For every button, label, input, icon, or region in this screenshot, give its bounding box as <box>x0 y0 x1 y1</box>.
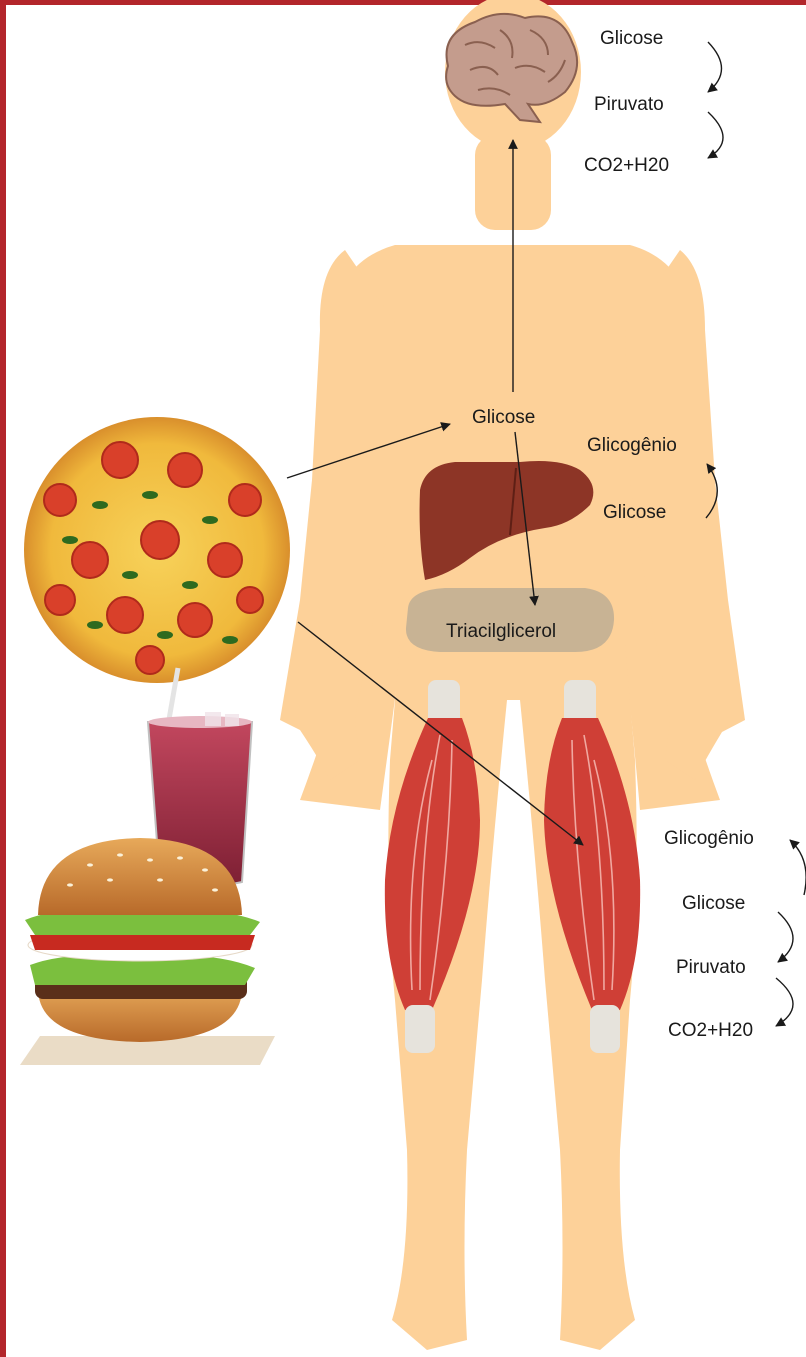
arrow-brain-glucose-to-pyruvate <box>708 42 722 92</box>
center-glucose-label: Glicose <box>472 408 535 427</box>
arrow-muscle-pyruvate-to-co2 <box>776 978 793 1026</box>
arrow-muscle-glucose-to-pyruvate <box>778 912 793 962</box>
fat-label: Triacilglicerol <box>446 622 556 641</box>
muscle-glucose-label: Glicose <box>682 894 745 913</box>
brain-pyruvate-label: Piruvato <box>594 95 664 114</box>
fat-deposit <box>406 588 614 652</box>
brain-glucose-label: Glicose <box>600 29 663 48</box>
arrow-brain-pyruvate-to-co2 <box>708 112 723 158</box>
brain-co2-label: CO2+H20 <box>584 156 669 175</box>
muscle-icon <box>385 680 640 1053</box>
arrow-muscle-glucose-to-glycogen <box>790 840 806 895</box>
pizza-icon <box>24 417 290 683</box>
frame-top <box>0 0 806 5</box>
liver-glucose-label: Glicose <box>603 503 666 522</box>
muscle-glycogen-label: Glicogênio <box>664 829 754 848</box>
frame-left <box>0 0 6 1357</box>
liver-glycogen-label: Glicogênio <box>587 436 677 455</box>
muscle-pyruvate-label: Piruvato <box>676 958 746 977</box>
muscle-co2-label: CO2+H20 <box>668 1021 753 1040</box>
